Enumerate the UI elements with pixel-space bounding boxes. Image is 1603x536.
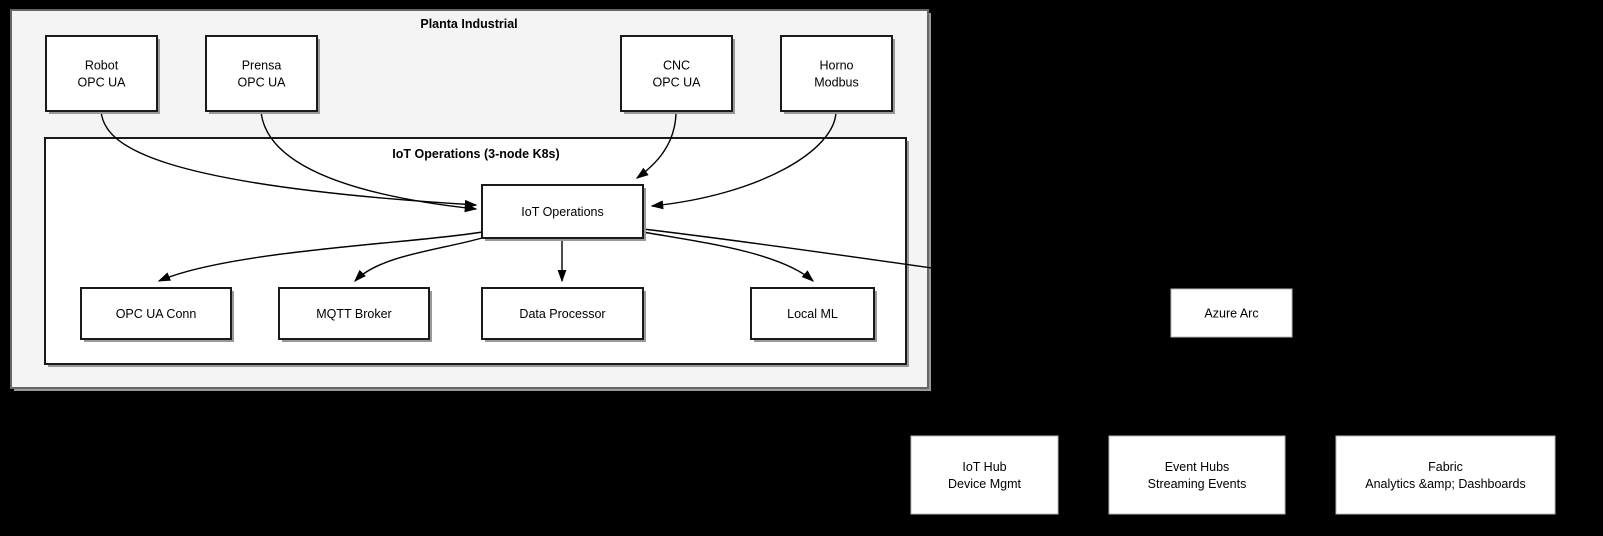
node-label-fabric-line-2: Analytics &amp; Dashboards — [1365, 477, 1526, 491]
node-local-ml[interactable]: Local ML — [750, 287, 877, 342]
node-rect[interactable] — [910, 435, 1059, 515]
node-label-prensa-line-1: Prensa — [242, 59, 282, 73]
node-label-iot-hub-line-1: IoT Hub — [962, 460, 1006, 474]
node-label-data-processor-line-1: Data Processor — [519, 307, 605, 321]
node-rect[interactable] — [750, 287, 875, 340]
node-label-prensa-line-2: OPC UA — [238, 76, 287, 90]
node-rect[interactable] — [45, 35, 158, 112]
node-data-processor[interactable]: Data Processor — [481, 287, 646, 342]
node-label-cnc-line-1: CNC — [663, 59, 690, 73]
node-label-event-hubs-line-1: Event Hubs — [1165, 460, 1230, 474]
edge-iot-to-mqtt-broker — [354, 237, 483, 283]
node-rect[interactable] — [481, 184, 644, 239]
group-title-iot-operations-cluster: IoT Operations (3-node K8s) — [392, 147, 559, 161]
node-cnc[interactable]: CNC OPC UA — [620, 35, 735, 114]
node-label-iot-hub-line-2: Device Mgmt — [948, 477, 1021, 491]
node-label-local-ml-line-1: Local ML — [787, 307, 838, 321]
node-rect[interactable] — [205, 35, 318, 112]
edge-robot-to-iot — [100, 110, 478, 209]
node-rect[interactable] — [1108, 435, 1286, 515]
node-azure-arc[interactable]: Azure Arc — [1170, 288, 1293, 338]
node-rect[interactable] — [481, 287, 644, 340]
group-title-planta-industrial: Planta Industrial — [420, 17, 517, 31]
node-iot-operations[interactable]: IoT Operations — [481, 184, 646, 241]
node-label-opc-ua-conn-line-1: OPC UA Conn — [116, 307, 197, 321]
edges-layer — [100, 110, 961, 283]
node-label-robot-line-1: Robot — [85, 59, 119, 73]
edge-iot-to-local-ml — [642, 231, 815, 282]
edge-cnc-to-iot — [635, 110, 677, 179]
node-label-azure-arc-line-1: Azure Arc — [1204, 307, 1258, 321]
node-mqtt-broker[interactable]: MQTT Broker — [278, 287, 432, 342]
node-rect[interactable] — [620, 35, 733, 112]
node-label-event-hubs-line-2: Streaming Events — [1148, 477, 1247, 491]
group-border — [10, 9, 929, 389]
node-rect[interactable] — [278, 287, 430, 340]
node-label-iot-operations-line-1: IoT Operations — [521, 205, 603, 219]
node-label-horno-line-1: Horno — [819, 59, 853, 73]
edge-iot-to-external — [642, 228, 961, 273]
node-rect[interactable] — [80, 287, 232, 340]
node-label-robot-line-2: OPC UA — [78, 76, 127, 90]
node-rect[interactable] — [1335, 435, 1556, 515]
node-rect[interactable] — [1170, 288, 1293, 338]
edge-prensa-to-iot — [260, 110, 478, 213]
node-rect[interactable] — [780, 35, 893, 112]
node-label-horno-line-2: Modbus — [814, 76, 858, 90]
node-label-fabric-line-1: Fabric — [1428, 460, 1463, 474]
edge-iot-to-opc-ua-conn — [157, 231, 483, 282]
edge-horno-to-iot — [650, 110, 837, 210]
node-label-mqtt-broker-line-1: MQTT Broker — [316, 307, 391, 321]
node-label-cnc-line-2: OPC UA — [653, 76, 702, 90]
node-opc-ua-conn[interactable]: OPC UA Conn — [80, 287, 234, 342]
